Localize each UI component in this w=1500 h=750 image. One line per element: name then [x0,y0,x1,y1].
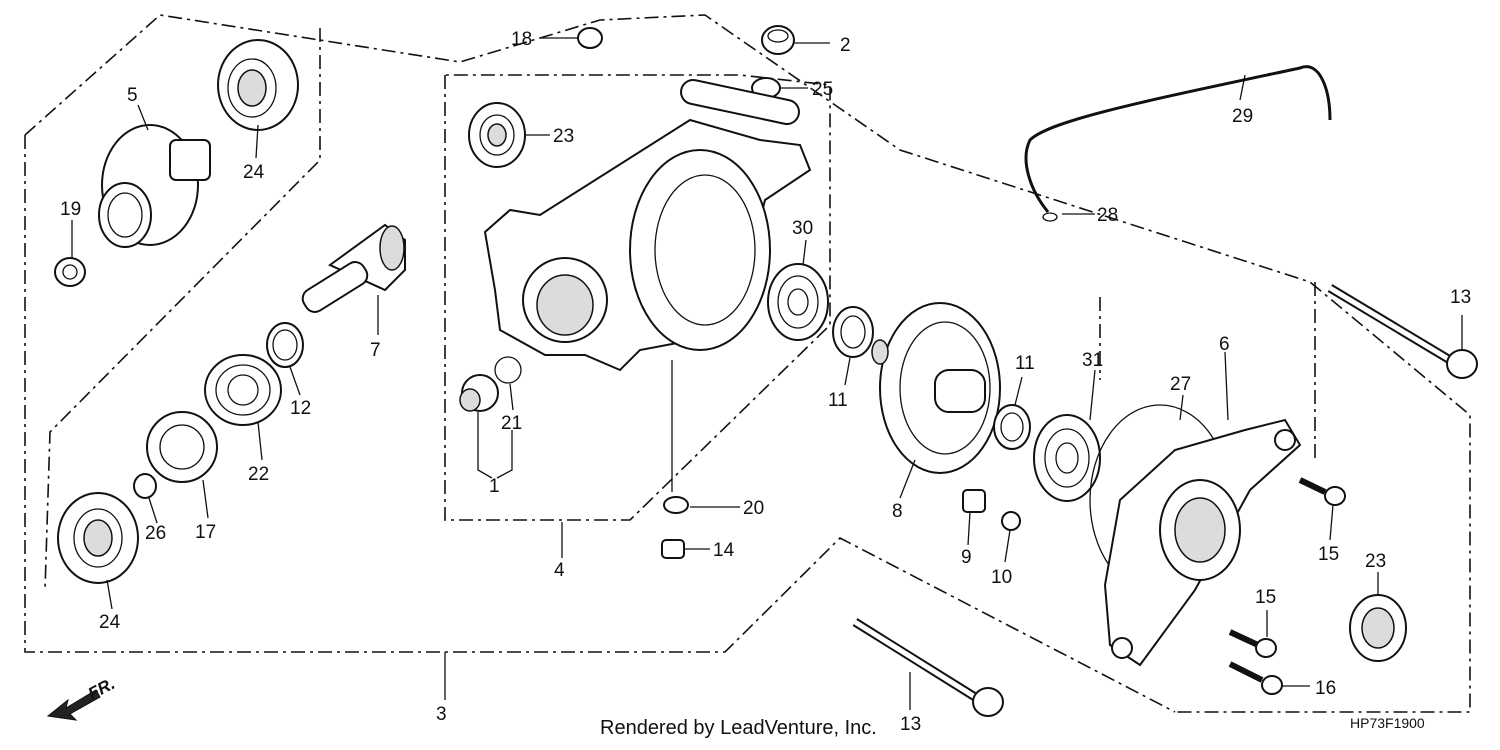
callout-17: 17 [195,522,216,543]
bolt-part-13-top [1327,284,1478,379]
callout-23-right: 23 [1365,551,1386,572]
shim-part-11-left [832,306,874,358]
callout-31: 31 [1082,350,1103,371]
callout-6: 6 [1219,334,1230,355]
nut-part-18 [577,27,603,49]
callout-4: 4 [554,560,565,581]
drain-bolt-part-14 [661,539,685,559]
clip-part-21 [494,356,522,384]
callout-11-left: 11 [828,390,848,411]
collar-part-1 [459,374,499,412]
callout-18: 18 [511,29,532,50]
part-drawings [46,25,1478,721]
seal-part-24-bottom [57,492,139,584]
bearing-part-23-top [468,102,526,168]
bearing-part-31 [1033,414,1101,502]
diagram-code: HP73F1900 [1350,715,1425,731]
flange-part-5 [98,124,211,248]
callout-27: 27 [1170,374,1191,395]
callout-15-upper: 15 [1318,544,1339,565]
final-case-part-4 [483,79,812,372]
callout-1: 1 [489,476,500,497]
case-cover-part-6 [1103,418,1302,667]
callout-19: 19 [60,199,81,220]
callout-23-top: 23 [553,126,574,147]
breather-part-2 [761,25,795,55]
callout-14: 14 [713,540,735,561]
callout-labels: 1 2 3 4 5 6 7 8 9 10 11 11 12 13 13 14 1… [60,29,1471,735]
callout-10: 10 [991,567,1012,588]
callout-25: 25 [812,79,833,100]
callout-30: 30 [792,218,813,239]
nut-part-19 [54,257,86,287]
callout-8: 8 [892,501,903,522]
leader-lines [71,37,1463,710]
callout-21: 21 [501,413,522,434]
plug-part-9 [962,489,986,513]
callout-3: 3 [436,704,447,725]
shim-part-11-right [993,404,1031,450]
seal-part-24-top [217,39,299,131]
callout-5: 5 [127,85,138,106]
seal-part-23-right [1349,594,1407,662]
callout-2: 2 [840,35,851,56]
ring-gear-part-8 [871,302,1001,474]
callout-28: 28 [1097,205,1118,226]
bolt-part-15-upper [1298,477,1346,506]
bolt-part-13-bottom [852,618,1004,717]
locknut-part-17 [146,411,218,483]
callout-22: 22 [248,464,269,485]
bolt-part-16 [1228,661,1283,695]
callout-24-top: 24 [243,162,265,183]
callout-9: 9 [961,547,972,568]
footer-credit: Rendered by LeadVenture, Inc. [600,717,877,739]
shim-part-12 [266,322,304,368]
callout-26: 26 [145,523,166,544]
callout-20: 20 [743,498,764,519]
oring-part-26 [133,473,157,499]
assembly-boundaries [24,14,1471,713]
callout-24-bottom: 24 [99,612,121,633]
callout-15-lower: 15 [1255,587,1276,608]
bearing-part-30 [767,263,829,341]
callout-11-right: 11 [1015,353,1035,374]
breather-hose-part-29 [1024,65,1332,213]
bearing-part-22 [204,354,282,426]
callout-13-bottom: 13 [900,714,921,735]
callout-13-top: 13 [1450,287,1471,308]
front-direction-arrow [46,689,101,721]
bolt-part-15-lower [1228,629,1277,658]
clip-part-28 [1042,212,1058,222]
callout-7: 7 [370,340,381,361]
callout-16: 16 [1315,678,1336,699]
callout-29: 29 [1232,106,1253,127]
callout-12: 12 [290,398,311,419]
pinion-gear-part-7 [301,223,406,313]
washer-part-10 [1001,511,1021,531]
washer-part-20 [663,496,689,514]
